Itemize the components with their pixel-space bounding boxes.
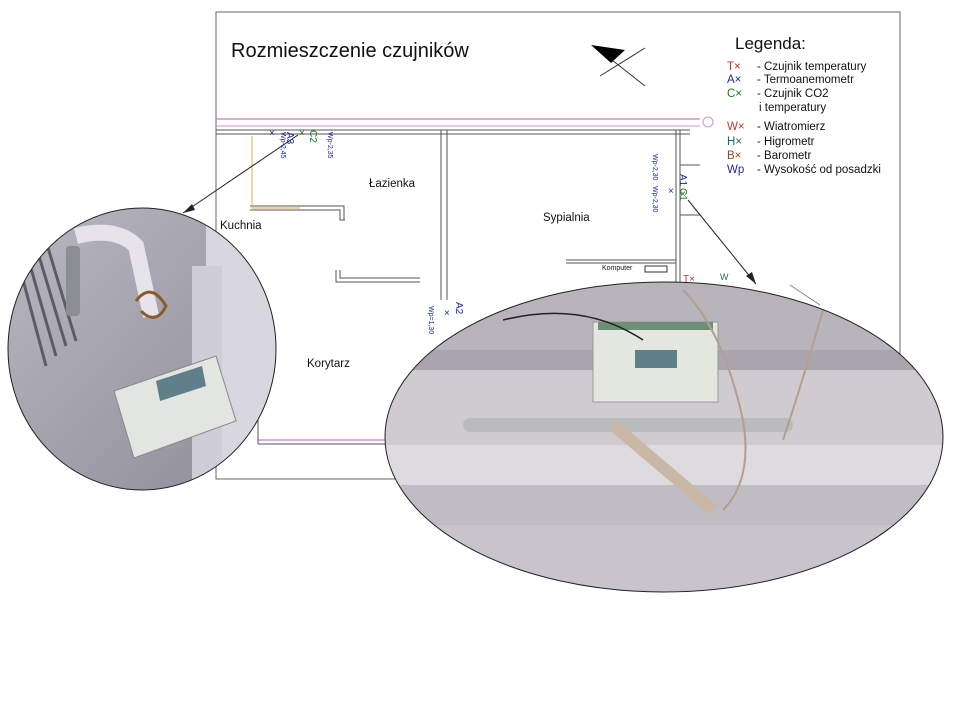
room-label-kuchnia: Kuchnia: [220, 220, 262, 232]
legend-item: B× - Barometr: [727, 150, 811, 162]
svg-text:×: ×: [680, 189, 686, 200]
room-label-lazienka: Łazienka: [369, 178, 416, 190]
svg-text:×: ×: [299, 128, 305, 139]
legend-text: i temperatury: [759, 102, 827, 114]
computer-label: Komputer: [602, 265, 633, 272]
room-label-sypialnia: Sypialnia: [543, 212, 590, 224]
legend-text: - Higrometr: [757, 136, 815, 148]
legend-symbol: B×: [727, 150, 742, 162]
legend-symbol: A×: [727, 74, 742, 86]
sensor-label-c1: C1: [677, 188, 688, 201]
legend-symbol: T×: [727, 61, 741, 73]
legend-text: - Barometr: [757, 150, 812, 162]
svg-text:×: ×: [668, 186, 674, 197]
legend-item: H× - Higrometr: [727, 136, 815, 148]
svg-text:T×: T×: [683, 274, 695, 285]
sensor-label-a1: A1: [677, 174, 688, 187]
sensor-label-c2: C2: [307, 130, 318, 143]
svg-text:W: W: [720, 272, 729, 282]
legend-item: Wp - Wysokość od posadzki: [727, 164, 881, 176]
legend-item: i temperatury: [759, 102, 826, 114]
sensor-height-a1: Wp-2,30: [651, 154, 658, 181]
bedroom-sensor-photo: [384, 281, 944, 593]
kitchen-sensor-photo: [7, 207, 277, 491]
pipe-marker: [702, 116, 714, 128]
sensor-height-a2: Wp=1,30: [427, 306, 434, 335]
pointer-line-left: [182, 134, 299, 214]
legend-item: C× - Czujnik CO2: [727, 88, 829, 100]
sensor-height-c1: Wp-2,30: [651, 186, 658, 213]
legend-symbol: C×: [727, 88, 743, 100]
sensor-device-icon: [592, 321, 719, 403]
legend-text: - Wysokość od posadzki: [757, 164, 881, 176]
svg-text:×: ×: [269, 128, 275, 139]
pointer-line-right: [687, 199, 757, 285]
legend-text: - Wiatromierz: [757, 121, 826, 133]
legend-item: W× - Wiatromierz: [727, 121, 825, 133]
legend-text: - Czujnik CO2: [757, 88, 829, 100]
sensor-device-icon: [113, 355, 237, 459]
room-label-korytarz: Korytarz: [307, 358, 350, 370]
svg-text:×: ×: [444, 308, 450, 319]
legend-item: T× - Czujnik temperatury: [727, 61, 866, 73]
sensor-label-a2: A2: [453, 302, 464, 315]
legend-text: - Czujnik temperatury: [757, 61, 867, 73]
legend-symbol: H×: [727, 136, 743, 148]
computer-shape: [644, 265, 668, 273]
sensor-height-c2: Wp-2,35: [326, 132, 333, 159]
legend-item: A× - Termoanemometr: [727, 74, 854, 86]
legend-text: - Termoanemometr: [757, 74, 854, 86]
sensor-height-a3: Wp-2,45: [279, 132, 286, 159]
legend-symbol: Wp: [727, 164, 745, 176]
legend-symbol: W×: [727, 121, 745, 133]
legend-title: Legenda:: [735, 34, 806, 53]
diagram-title: Rozmieszczenie czujników: [231, 40, 469, 62]
north-arrow-icon: [591, 45, 646, 87]
